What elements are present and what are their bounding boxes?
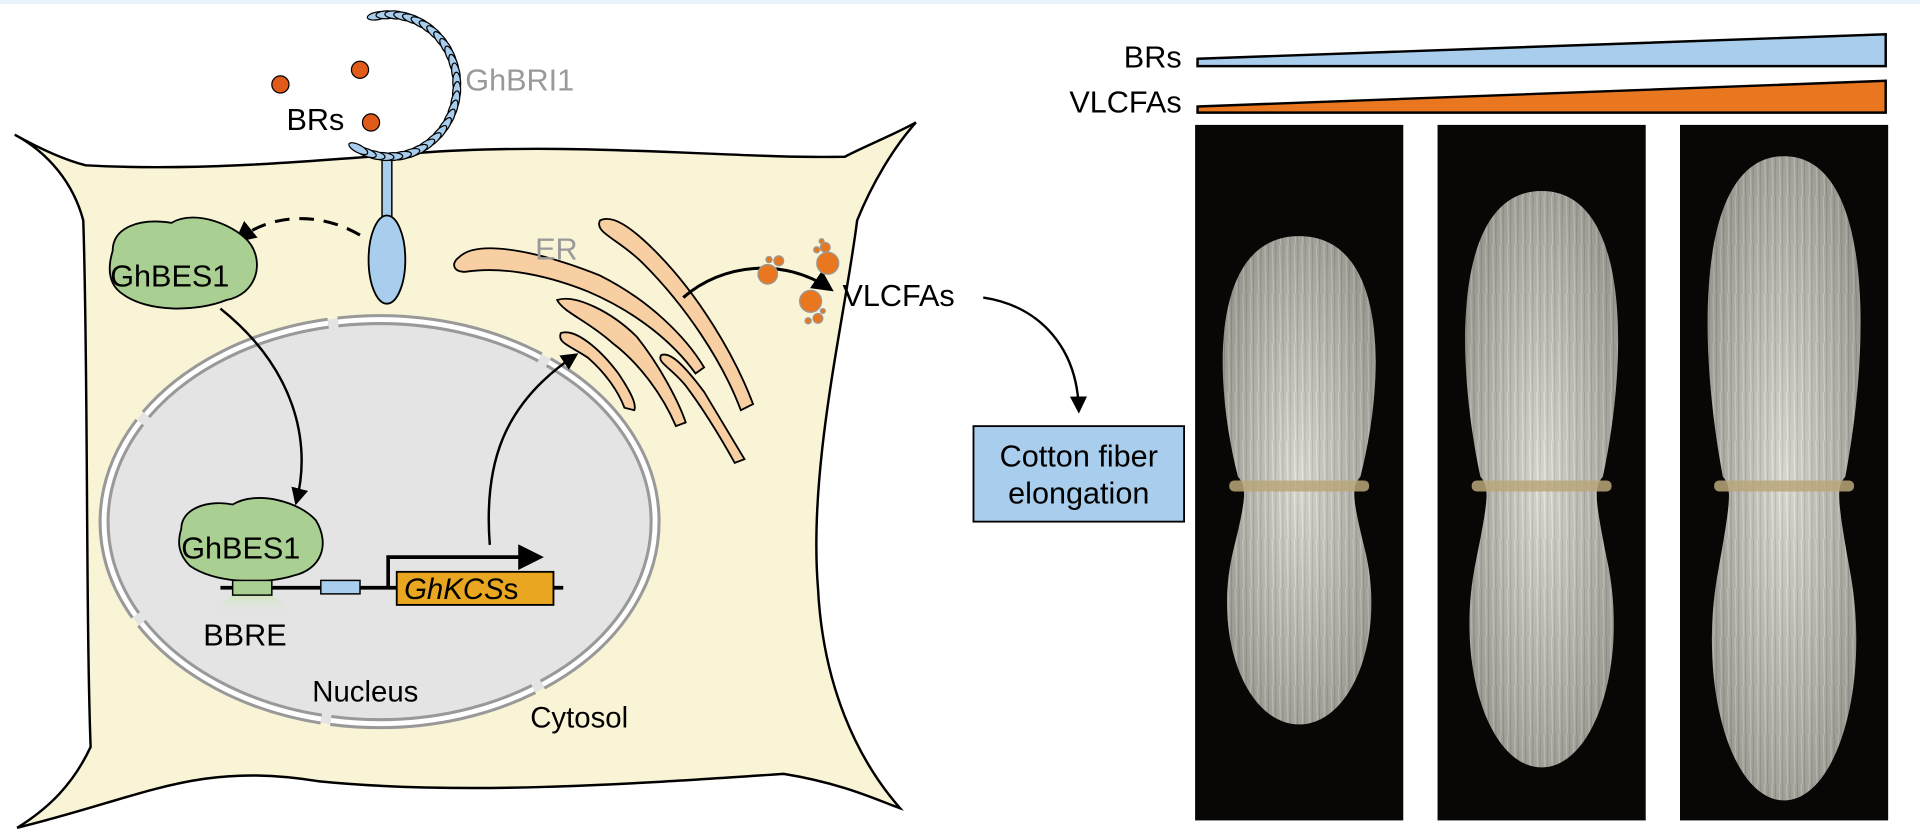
brs-dot [271,75,290,94]
bes1-cytosol-label: GhBES1 [110,260,229,294]
fiber-sample-mid [1437,124,1646,821]
bbre-element [231,579,273,596]
transcription-start-arrow [386,544,544,588]
outcome-line1: Cotton fiber [1000,440,1158,474]
nucleus [98,314,661,730]
secretion-arrow [682,266,834,299]
outcome-arrow [983,296,1088,414]
outcome-line2: elongation [1008,476,1149,510]
receptor-lrr-repeat [348,142,369,156]
gradient-vlcfas-label: VLCFAs [1069,86,1181,120]
receptor-label: GhBRI1 [465,64,574,98]
vlcfa-droplets [757,238,840,325]
brs-dot [361,113,381,132]
outcome-box [972,425,1185,523]
top-border-strip [0,0,1920,4]
gradient-brs-wedge [1196,33,1887,68]
vlcfas-label: VLCFAs [842,279,954,313]
bes1-nucleus-label: GhBES1 [181,531,300,565]
receptor-gbri1 [348,10,462,305]
bbre-label: BBRE [203,618,286,652]
bbre-glow [210,595,294,615]
fiber-sample-low [1195,124,1404,821]
seed-band [1471,480,1612,492]
fiber-shading [1222,236,1376,725]
fiber-shading [1465,190,1619,768]
promoter-element [320,579,361,595]
endoplasmic-reticulum [453,218,755,464]
cytosol-label: Cytosol [530,701,628,734]
brs-label: BRs [287,103,345,137]
seed-band [1229,480,1370,492]
gene-label: GhKCSs [404,573,518,606]
gene-box [395,570,555,606]
expression-arrow [487,353,579,545]
translocation-arrow [219,307,309,506]
gradient-vlcfas-wedge [1196,79,1887,114]
fiber-shading [1707,156,1861,801]
gradient-brs-label: BRs [1124,40,1182,74]
fiber-sample-high [1680,124,1889,821]
bes1-cytosol: GhBES1 [108,216,258,310]
seed-band [1714,480,1855,492]
brs-dot [350,60,370,79]
nucleus-label: Nucleus [312,676,418,709]
er-label: ER [535,233,578,267]
bes1-nucleus: GhBES1 [178,497,324,583]
